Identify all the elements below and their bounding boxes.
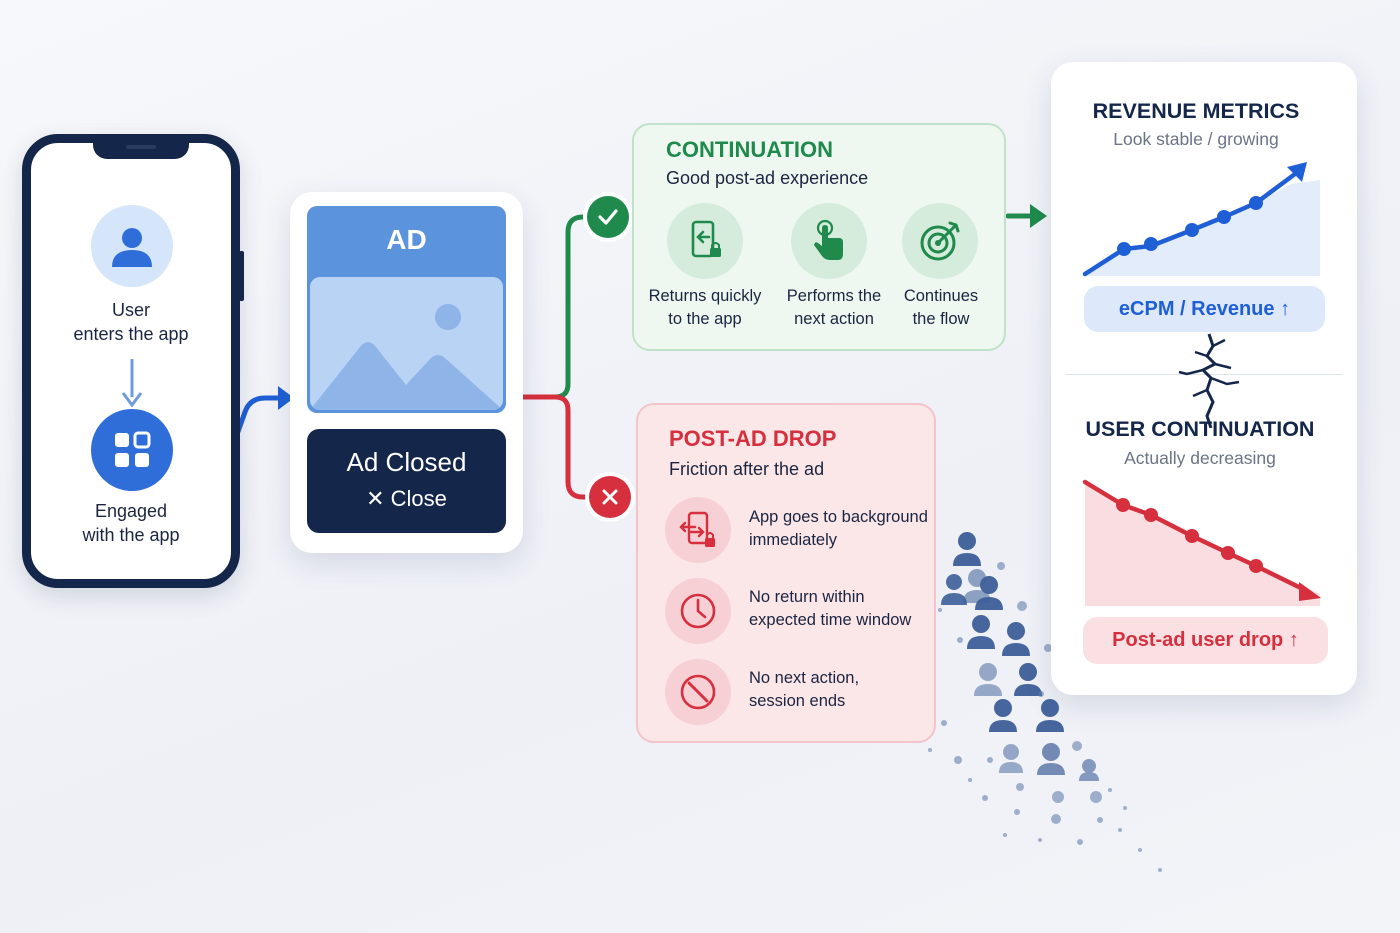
continuation-item-flow: Continues the flow: [903, 287, 979, 328]
user-enters-label: User enters the app: [73, 300, 189, 344]
check-icon: [587, 196, 629, 238]
leaving-users-group: [941, 532, 1099, 781]
ad-closed-label: Ad Closed: [346, 447, 467, 477]
tap-hand-icon: [791, 203, 867, 279]
phone-return-icon: [667, 203, 743, 279]
phone-exit-icon: [665, 497, 731, 563]
divider: [1065, 374, 1343, 375]
phone-mockup: User enters the app Engaged with the app: [22, 134, 244, 588]
drop-title: POST-AD DROP: [669, 426, 837, 451]
continuation-item-action: Performs the next action: [786, 287, 882, 328]
image-placeholder-icon: [310, 277, 503, 410]
phone-side-button: [239, 251, 244, 301]
user-avatar-icon: [91, 205, 173, 287]
drop-item-session-ends: No next action, session ends: [749, 669, 860, 710]
post-ad-user-drop-pill: Post-ad user drop ↑: [1083, 617, 1328, 664]
user-continuation-subtitle: Actually decreasing: [1124, 448, 1276, 468]
ecpm-revenue-pill: eCPM / Revenue ↑: [1084, 286, 1325, 332]
ad-card: AD Ad Closed ✕ Close: [290, 192, 523, 553]
drop-item-no-return: No return within expected time window: [749, 588, 912, 629]
user-continuation-title: USER CONTINUATION: [1085, 417, 1315, 441]
drop-subtitle: Friction after the ad: [669, 459, 825, 479]
continuation-item-return: Returns quickly to the app: [648, 287, 762, 328]
continuation-panel: CONTINUATION Good post-ad experience Ret…: [632, 123, 1006, 351]
app-grid-icon: [91, 409, 173, 491]
revenue-metrics-subtitle: Look stable / growing: [1113, 129, 1279, 149]
metrics-panel: REVENUE METRICS Look stable / growing eC…: [1051, 62, 1357, 695]
particle-dust: [908, 562, 1162, 872]
cross-icon: [589, 476, 631, 518]
close-button[interactable]: ✕ Close: [366, 486, 447, 511]
drop-item-background: App goes to background immediately: [749, 508, 928, 549]
target-icon: [902, 203, 978, 279]
ad-banner[interactable]: AD: [307, 206, 506, 413]
revenue-trend-chart: [1082, 162, 1320, 277]
ad-label: AD: [386, 224, 427, 255]
revenue-metrics-title: REVENUE METRICS: [1092, 99, 1300, 123]
engaged-label: Engaged with the app: [82, 501, 180, 545]
post-ad-drop-panel: POST-AD DROP Friction after the ad App g…: [636, 403, 936, 743]
continuation-title: CONTINUATION: [666, 137, 834, 162]
phone-notch: [93, 141, 189, 159]
user-continuation-trend-chart: [1082, 479, 1321, 606]
clock-icon: [665, 578, 731, 644]
crack-icon: [1178, 333, 1240, 428]
ad-closed-panel: Ad Closed ✕ Close: [307, 429, 506, 533]
no-action-icon: [665, 659, 731, 725]
down-arrow-icon: [121, 359, 143, 408]
continuation-subtitle: Good post-ad experience: [666, 168, 869, 188]
